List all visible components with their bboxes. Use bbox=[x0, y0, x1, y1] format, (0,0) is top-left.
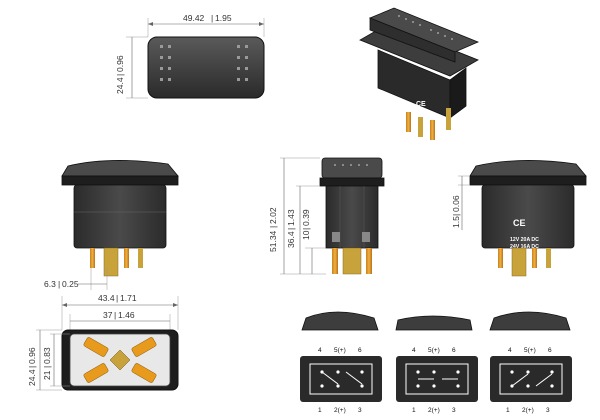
side-view-right: CE 12V 20A DC 24V 16A DC 1.5 | 0.06 bbox=[451, 160, 587, 277]
dim-sep: | bbox=[116, 293, 118, 303]
dim-overall-height: 51.34 bbox=[268, 230, 278, 252]
dim-sep: | bbox=[42, 366, 52, 368]
schematic-3: 4 5(+) 6 1 2(+) 3 bbox=[490, 347, 572, 414]
pin-6: 6 bbox=[452, 347, 456, 354]
rocker-positions bbox=[301, 311, 571, 331]
dim-sep: | bbox=[114, 310, 116, 320]
pin-2: 2(+) bbox=[522, 407, 534, 414]
dim-terminal-len-in: 0.39 bbox=[301, 209, 311, 226]
dim-cutout-width-in: 1.46 bbox=[118, 310, 135, 320]
bottom-view: 43.4 | 1.71 37 | 1.46 24.4 | 0.96 21 | 0… bbox=[27, 293, 179, 391]
pin-3: 3 bbox=[452, 407, 456, 414]
pin-1: 1 bbox=[318, 407, 322, 414]
dim-body-height: 36.4 bbox=[286, 231, 296, 248]
dim-sep: | bbox=[211, 13, 213, 23]
dim-panel-width: 43.4 bbox=[98, 293, 115, 303]
dim-top-width-in: 1.95 bbox=[215, 13, 232, 23]
pin-3: 3 bbox=[358, 407, 362, 414]
dim-bottom-height-in: 0.96 bbox=[27, 347, 37, 364]
pin-4: 4 bbox=[318, 347, 322, 354]
pin-1: 1 bbox=[412, 407, 416, 414]
dim-terminal-offset-in: 0.25 bbox=[62, 279, 79, 289]
dim-sep: | bbox=[268, 226, 278, 228]
dim-terminal-offset: 6.3 bbox=[44, 279, 56, 289]
pin-5: 5(+) bbox=[428, 347, 440, 354]
dim-cutout-width: 37 bbox=[103, 310, 113, 320]
spec-line-1: 12V 20A DC bbox=[510, 237, 539, 243]
isometric-view: CE bbox=[359, 7, 480, 140]
spec-line-2: 24V 16A DC bbox=[510, 244, 539, 250]
dim-sep: | bbox=[451, 214, 461, 216]
schematic-2: 4 5(+) 6 1 2(+) 3 bbox=[396, 347, 478, 414]
pin-5: 5(+) bbox=[334, 347, 346, 354]
pin-2: 2(+) bbox=[428, 407, 440, 414]
dim-top-height-in: 0.96 bbox=[115, 55, 125, 72]
pin-6: 6 bbox=[358, 347, 362, 354]
pin-6: 6 bbox=[548, 347, 552, 354]
side-ce-mark: CE bbox=[513, 218, 526, 228]
dim-bottom-height: 24.4 bbox=[27, 369, 37, 386]
dim-cutout-height: 21 bbox=[42, 370, 52, 380]
dim-sep: | bbox=[58, 279, 60, 289]
pin-4: 4 bbox=[508, 347, 512, 354]
pin-4: 4 bbox=[412, 347, 416, 354]
dim-body-height-in: 1.43 bbox=[286, 209, 296, 226]
dim-top-width: 49.42 bbox=[183, 13, 205, 23]
pin-1: 1 bbox=[506, 407, 510, 414]
dim-sep: | bbox=[115, 74, 125, 76]
dim-panel-width-in: 1.71 bbox=[120, 293, 137, 303]
schematic-1: 4 5(+) 6 1 2(+) 3 bbox=[300, 347, 382, 414]
dim-bezel-thick-in: 0.06 bbox=[451, 195, 461, 212]
dim-bezel-thick: 1.5 bbox=[451, 216, 461, 228]
dim-cutout-height-in: 0.83 bbox=[42, 347, 52, 364]
dim-overall-height-in: 2.02 bbox=[268, 207, 278, 224]
top-view: 49.42 | 1.95 24.4 | 0.96 bbox=[115, 13, 265, 99]
dim-sep: | bbox=[27, 366, 37, 368]
pin-5: 5(+) bbox=[524, 347, 536, 354]
dim-terminal-len: 10 bbox=[301, 230, 311, 240]
dim-sep: | bbox=[286, 228, 296, 230]
side-view-left: 6.3 | 0.25 bbox=[44, 160, 179, 290]
front-view: 51.34 | 2.02 36.4 | 1.43 10 | 0.39 bbox=[268, 157, 385, 275]
terminal-pins bbox=[83, 337, 157, 383]
dim-top-height: 24.4 bbox=[115, 77, 125, 94]
dim-sep: | bbox=[301, 228, 311, 230]
pin-3: 3 bbox=[546, 407, 550, 414]
iso-ce: CE bbox=[416, 101, 426, 108]
pin-2: 2(+) bbox=[334, 407, 346, 414]
